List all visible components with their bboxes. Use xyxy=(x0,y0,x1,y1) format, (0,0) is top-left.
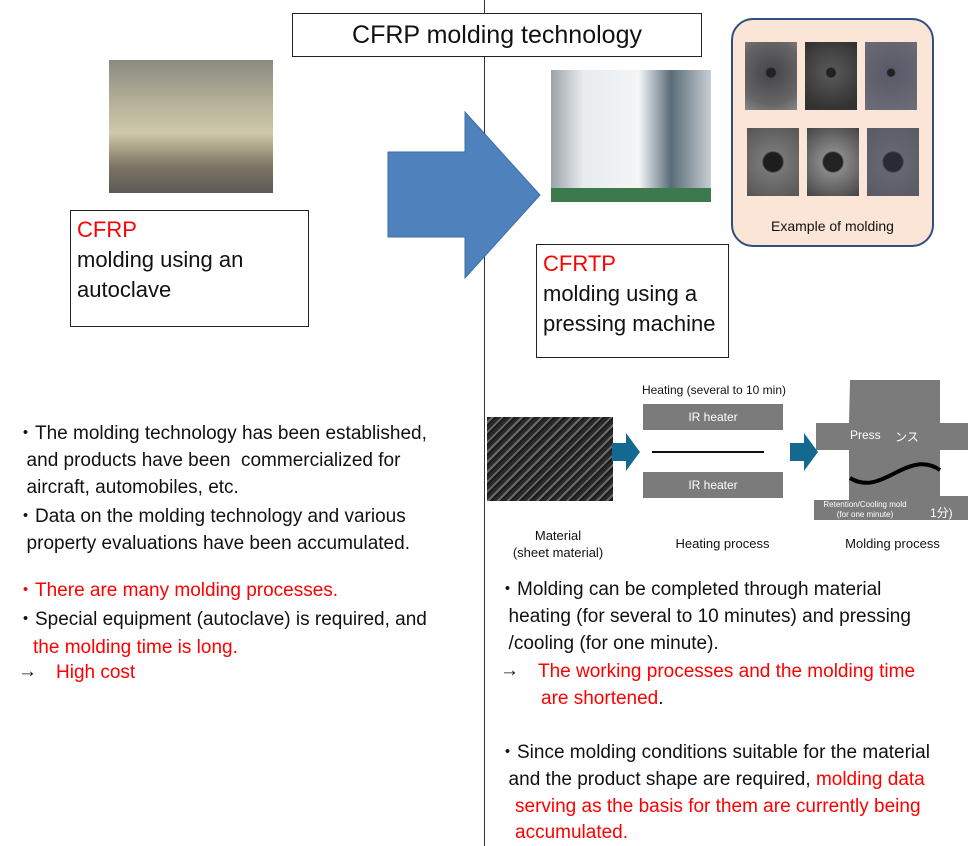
right-p2-line3: serving as the basis for them are curren… xyxy=(515,796,921,817)
left-bullet-2-line1: ・Data on the molding technology and vari… xyxy=(16,506,406,527)
left-red-bullet: ・There are many molding processes. xyxy=(16,580,339,601)
mold-label-jp: 1分) xyxy=(930,506,953,520)
example-sample-3 xyxy=(865,42,917,110)
caption-heating: Heating process xyxy=(675,536,770,551)
press-diagram xyxy=(814,380,968,520)
right-p2-line2: and the product shape are required, xyxy=(498,769,811,790)
cfrtp-line2: pressing machine xyxy=(543,311,716,336)
cfrp-heading: CFRP xyxy=(77,217,137,242)
cfrp-line1: molding using an xyxy=(77,247,244,272)
right-p1-line1: ・Molding can be completed through materi… xyxy=(498,579,882,600)
example-sample-1 xyxy=(745,42,797,110)
caption-material-line2: (sheet material) xyxy=(512,545,604,560)
page-title: CFRP molding technology xyxy=(292,13,702,57)
example-caption: Example of molding xyxy=(771,218,894,234)
caption-material: Material (sheet material) xyxy=(498,527,618,561)
example-sample-4 xyxy=(747,128,799,196)
left-special-line2: the molding time is long. xyxy=(33,637,238,658)
left-bullet-2-line2: property evaluations have been accumulat… xyxy=(16,533,410,554)
sheet-line xyxy=(652,451,764,453)
pressing-machine-photo xyxy=(551,70,711,202)
right-p2-line1: ・Since molding conditions suitable for t… xyxy=(498,742,930,763)
cfrp-box: CFRP molding using an autoclave xyxy=(70,210,309,327)
right-result-period: . xyxy=(658,688,664,709)
right-result-line2: are shortened xyxy=(541,688,659,709)
cfrp-line2: autoclave xyxy=(77,277,172,302)
left-result: High cost xyxy=(56,662,136,683)
left-bullet-1-line2: and products have been commercialized fo… xyxy=(16,450,401,471)
left-special-line1: ・Special equipment (autoclave) is requir… xyxy=(16,609,427,630)
process-arrow-1-icon xyxy=(612,433,640,471)
heating-label: Heating (several to 10 min) xyxy=(641,383,787,397)
right-p2-line2-red: molding data xyxy=(815,769,925,790)
transition-arrow-icon xyxy=(387,110,541,280)
right-p2-line4: accumulated. xyxy=(515,822,629,843)
right-result-arrow: → xyxy=(500,660,519,681)
example-sample-2 xyxy=(805,42,857,110)
example-sample-6 xyxy=(867,128,919,196)
left-result-arrow: → xyxy=(18,661,37,682)
mold-label-line1: Retention/Cooling mold xyxy=(823,500,907,509)
cfrtp-heading: CFRTP xyxy=(543,251,616,276)
ir-heater-bottom: IR heater xyxy=(643,472,783,498)
cfrtp-line1: molding using a xyxy=(543,281,698,306)
mold-label-line2: (for one minute) xyxy=(836,510,894,519)
carbon-sheet-photo xyxy=(487,417,613,501)
mold-label: Retention/Cooling mold(for one minute) xyxy=(815,500,915,520)
left-bullet-1-line1: ・The molding technology has been establi… xyxy=(16,423,427,444)
ir-heater-top: IR heater xyxy=(643,404,783,430)
autoclave-photo xyxy=(109,60,273,193)
process-arrow-2-icon xyxy=(790,433,818,471)
cfrtp-box: CFRTP molding using a pressing machine xyxy=(536,244,729,358)
right-result-line1: The working processes and the molding ti… xyxy=(538,661,916,682)
press-label: Press xyxy=(850,428,881,442)
caption-material-line1: Material xyxy=(534,528,582,543)
example-sample-5 xyxy=(807,128,859,196)
right-p1-line2: heating (for several to 10 minutes) and … xyxy=(498,606,911,627)
left-bullet-1-line3: aircraft, automobiles, etc. xyxy=(16,477,239,498)
molding-example-panel: Example of molding xyxy=(731,18,934,247)
caption-molding: Molding process xyxy=(845,536,940,551)
center-divider xyxy=(484,0,485,846)
right-p1-line3: /cooling (for one minute). xyxy=(498,633,719,654)
press-label-jp: ンス xyxy=(895,430,919,444)
